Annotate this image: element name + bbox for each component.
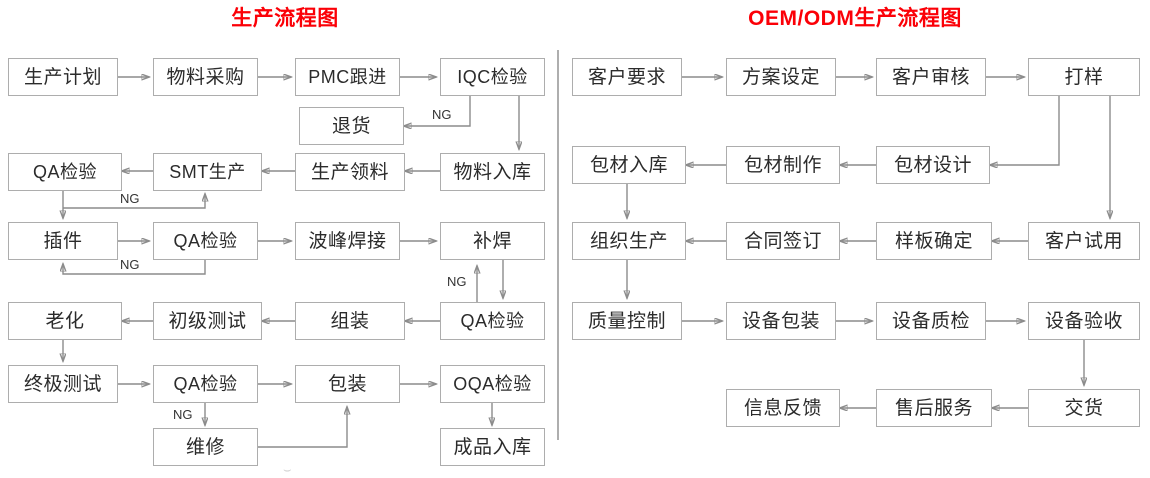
node-delivery[interactable]: 交货 [1028, 389, 1140, 427]
node-touch-up-soldering[interactable]: 补焊 [440, 222, 545, 260]
node-return-goods[interactable]: 退货 [299, 107, 404, 145]
edge-label-ng-plugin: NG [120, 257, 140, 272]
node-organize-production[interactable]: 组织生产 [572, 222, 686, 260]
edge-label-ng-touchup: NG [447, 274, 467, 289]
node-sample-confirmation[interactable]: 样板确定 [876, 222, 992, 260]
node-customer-requirement[interactable]: 客户要求 [572, 58, 682, 96]
node-equipment-acceptance[interactable]: 设备验收 [1028, 302, 1140, 340]
node-contract-signing[interactable]: 合同签订 [726, 222, 840, 260]
edge-r4-r7 [990, 96, 1060, 165]
node-sample-making[interactable]: 打样 [1028, 58, 1140, 96]
node-material-purchase[interactable]: 物料采购 [153, 58, 258, 96]
node-assembly[interactable]: 组装 [295, 302, 405, 340]
edge-label-ng-iqc: NG [432, 107, 452, 122]
node-finished-goods-warehousing[interactable]: 成品入库 [440, 428, 545, 466]
node-qa-inspection-1[interactable]: QA检验 [8, 153, 122, 191]
page-artifact: ⌣ [283, 462, 292, 477]
node-qa-inspection-2[interactable]: QA检验 [153, 222, 258, 260]
node-qa-inspection-4[interactable]: QA检验 [153, 365, 258, 403]
edge-l22-l20 [258, 407, 347, 448]
node-equipment-quality-check[interactable]: 设备质检 [876, 302, 986, 340]
node-plug-in[interactable]: 插件 [8, 222, 118, 260]
node-final-test[interactable]: 终极测试 [8, 365, 118, 403]
edge-label-ng-smt: NG [120, 191, 140, 206]
node-packaging-material-warehousing[interactable]: 包材入库 [572, 146, 686, 184]
node-repair[interactable]: 维修 [153, 428, 258, 466]
node-quality-control[interactable]: 质量控制 [572, 302, 682, 340]
edge-label-ng-repair: NG [173, 407, 193, 422]
node-oqa-inspection[interactable]: OQA检验 [440, 365, 545, 403]
node-iqc-inspection[interactable]: IQC检验 [440, 58, 545, 96]
node-smt-production[interactable]: SMT生产 [153, 153, 262, 191]
node-solution-setting[interactable]: 方案设定 [726, 58, 836, 96]
left-chart-title: 生产流程图 [231, 7, 339, 30]
node-pmc-follow-up[interactable]: PMC跟进 [295, 58, 400, 96]
node-customer-review[interactable]: 客户审核 [876, 58, 986, 96]
node-production-picking[interactable]: 生产领料 [295, 153, 405, 191]
node-qa-inspection-3[interactable]: QA检验 [440, 302, 545, 340]
node-packaging-material-production[interactable]: 包材制作 [726, 146, 840, 184]
node-packaging[interactable]: 包装 [295, 365, 400, 403]
node-information-feedback[interactable]: 信息反馈 [726, 389, 840, 427]
node-primary-test[interactable]: 初级测试 [153, 302, 262, 340]
node-equipment-packaging[interactable]: 设备包装 [726, 302, 836, 340]
right-chart-title: OEM/ODM生产流程图 [748, 7, 962, 30]
node-material-warehousing[interactable]: 物料入库 [440, 153, 545, 191]
node-after-sales-service[interactable]: 售后服务 [876, 389, 992, 427]
node-customer-trial[interactable]: 客户试用 [1028, 222, 1140, 260]
node-aging[interactable]: 老化 [8, 302, 122, 340]
node-packaging-material-design[interactable]: 包材设计 [876, 146, 990, 184]
node-wave-soldering[interactable]: 波峰焊接 [295, 222, 400, 260]
node-production-plan[interactable]: 生产计划 [8, 58, 118, 96]
